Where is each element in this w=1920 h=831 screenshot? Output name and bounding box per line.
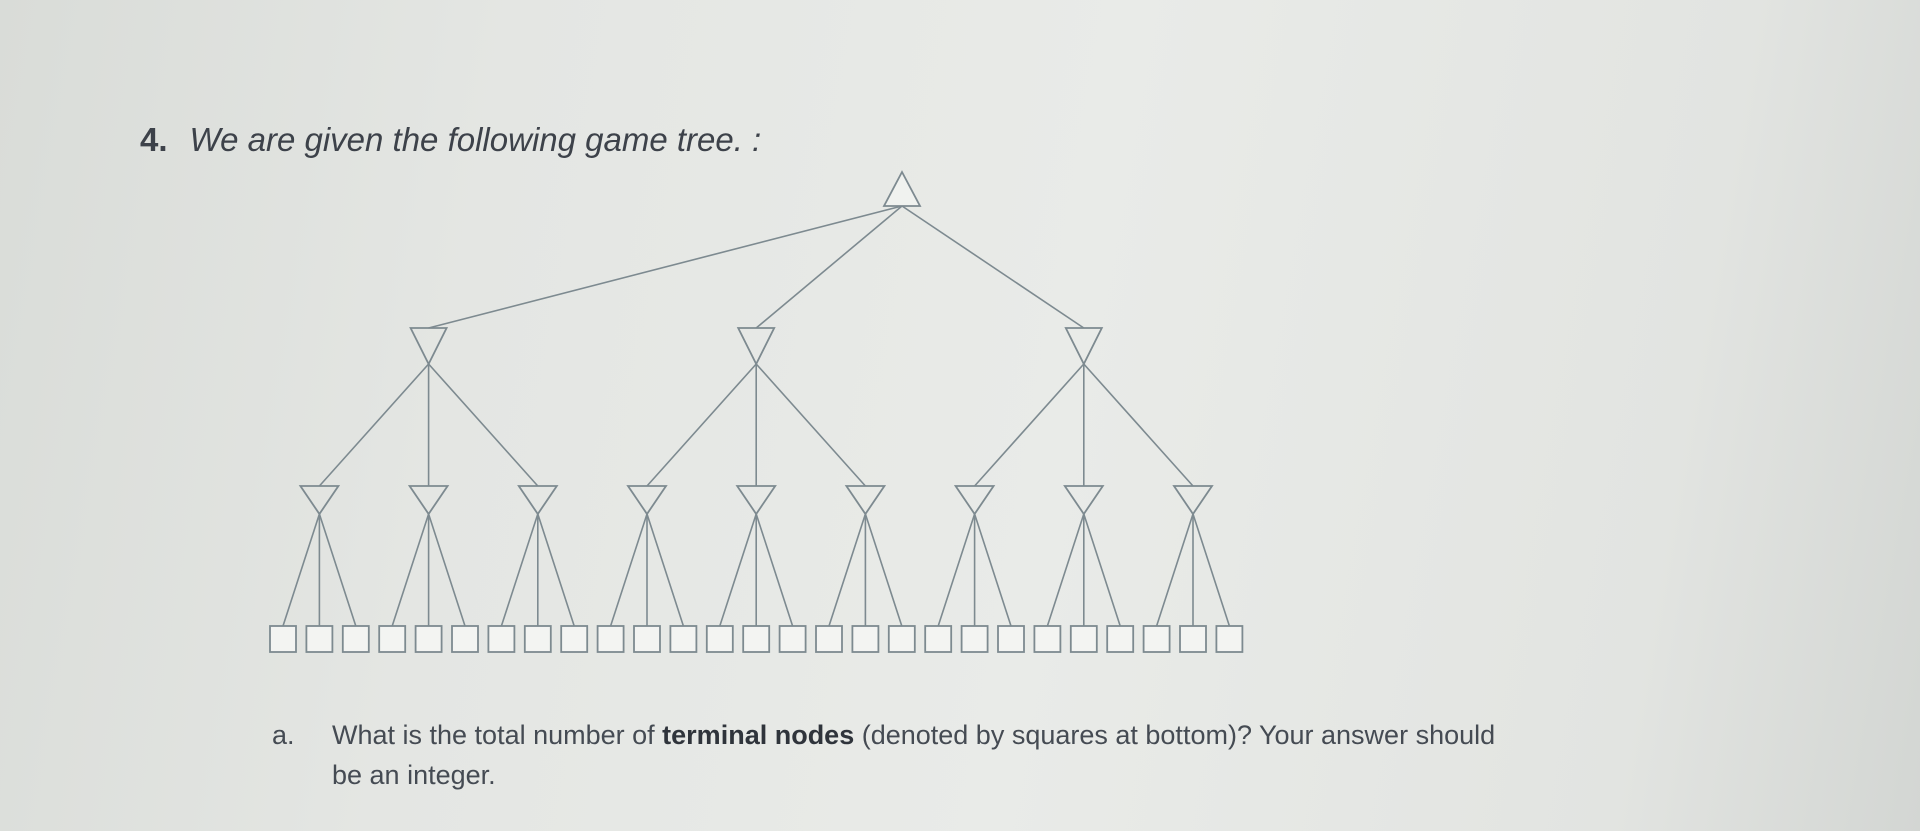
tree-edge — [537, 513, 575, 627]
min-node-down-triangle — [953, 485, 996, 516]
terminal-node-square — [1069, 625, 1098, 653]
terminal-node-square — [960, 625, 989, 653]
tree-edge — [755, 363, 866, 487]
terminal-node-square — [1215, 625, 1244, 653]
tree-edge — [428, 363, 539, 487]
terminal-node-square — [1033, 625, 1062, 653]
tree-edge — [428, 205, 903, 329]
tree-edge — [318, 363, 430, 487]
tree-edge — [1192, 513, 1231, 627]
tree-edge — [1083, 363, 1194, 487]
sub-question-text-after: (denoted by squares at bottom)? Your ans… — [854, 720, 1496, 750]
terminal-node-square — [705, 625, 734, 653]
min-node-down-triangle — [1063, 485, 1105, 516]
terminal-node-square — [924, 625, 953, 653]
tree-edge — [500, 513, 539, 627]
terminal-node-square — [487, 625, 516, 653]
min-node-down-triangle — [844, 485, 887, 516]
terminal-node-square — [560, 625, 589, 653]
min-node-down-triangle — [298, 485, 341, 516]
terminal-node-square — [669, 625, 698, 653]
terminal-node-square — [633, 625, 661, 653]
min-node-down-triangle — [736, 327, 776, 367]
sub-question-text: What is the total number of terminal nod… — [332, 715, 1712, 795]
terminal-node-square — [1106, 625, 1135, 653]
terminal-node-square — [778, 625, 807, 653]
terminal-node-square — [815, 625, 843, 653]
sub-question-bold-term: terminal nodes — [662, 720, 855, 750]
terminal-node-square — [997, 625, 1025, 653]
question-heading: 4. We are given the following game tree. … — [140, 121, 761, 159]
sub-question-letter: a. — [272, 720, 295, 750]
terminal-node-square — [414, 625, 443, 653]
terminal-node-square — [1142, 625, 1171, 653]
tree-edge — [974, 363, 1085, 487]
terminal-node-square — [596, 625, 625, 653]
terminal-node-square — [887, 625, 916, 653]
tree-edge — [609, 513, 648, 627]
min-node-down-triangle — [735, 485, 777, 516]
sub-question-text-before: What is the total number of — [332, 720, 663, 750]
tree-edge — [1083, 513, 1121, 627]
sub-question-text-line2: be an integer. — [332, 760, 496, 790]
max-node-up-triangle — [882, 170, 922, 207]
min-node-down-triangle — [1064, 327, 1104, 367]
tree-edge — [282, 513, 321, 627]
tree-edge — [901, 205, 1085, 329]
question-number: 4. — [140, 121, 168, 158]
tree-edge — [1046, 513, 1085, 627]
tree-edge — [755, 205, 903, 329]
min-node-down-triangle — [409, 327, 449, 367]
tree-edge — [1155, 513, 1194, 627]
terminal-node-square — [742, 625, 771, 653]
tree-edge — [391, 513, 430, 627]
tree-edge — [646, 363, 757, 487]
tree-edge — [864, 513, 903, 627]
terminal-node-square — [851, 625, 880, 653]
tree-edge — [937, 513, 976, 627]
tree-edge — [973, 513, 1012, 627]
tree-edge — [646, 513, 685, 627]
tree-edge — [719, 513, 757, 627]
tree-edge — [318, 513, 357, 627]
terminal-node-square — [523, 625, 552, 653]
terminal-node-square — [341, 625, 370, 653]
question-prompt: We are given the following game tree. : — [189, 121, 762, 158]
terminal-node-square — [269, 625, 297, 653]
terminal-node-square — [305, 625, 334, 653]
terminal-node-square — [378, 625, 407, 653]
min-node-down-triangle — [626, 485, 668, 516]
tree-edge — [828, 513, 867, 627]
min-node-down-triangle — [1172, 485, 1214, 516]
tree-edge — [427, 513, 466, 627]
terminal-node-square — [451, 625, 479, 653]
terminal-node-square — [1179, 625, 1207, 653]
min-node-down-triangle — [407, 485, 450, 516]
min-node-down-triangle — [517, 485, 559, 516]
tree-edge — [755, 513, 794, 627]
